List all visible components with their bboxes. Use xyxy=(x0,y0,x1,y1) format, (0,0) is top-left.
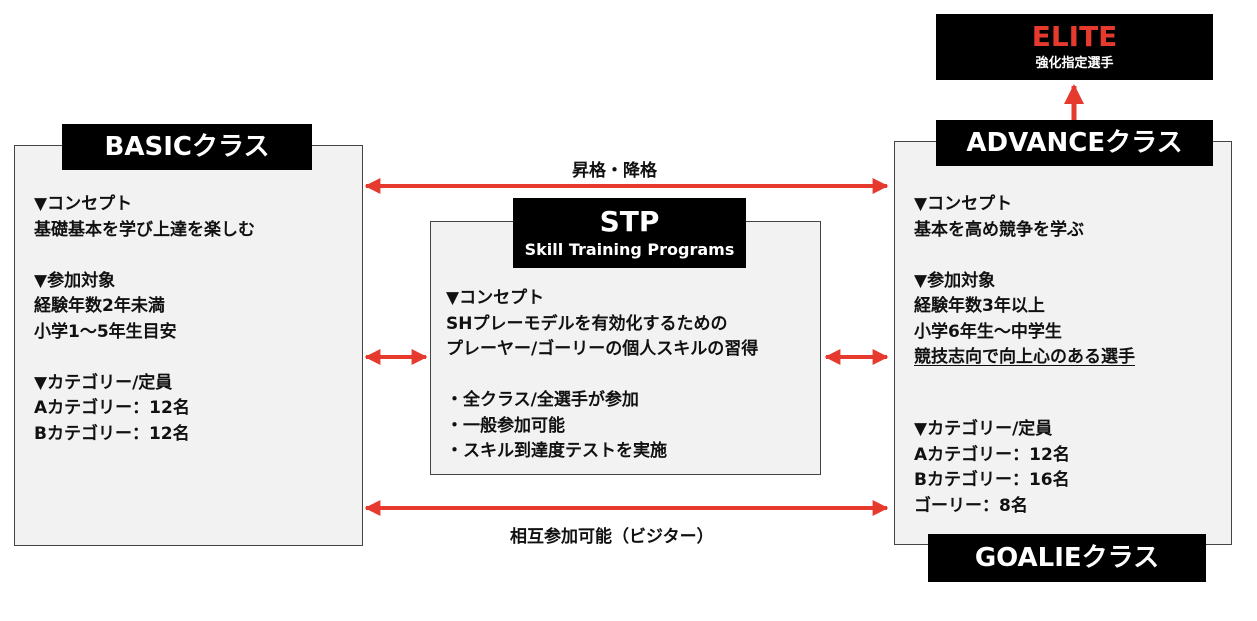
advance-target-heading: ▼参加対象 xyxy=(914,270,996,291)
advance-target-2: 小学6年生～中学生 xyxy=(914,321,1062,342)
basic-target-1: 経験年数2年未満 xyxy=(34,296,165,316)
basic-concept: 基礎基本を学び上達を楽しむ xyxy=(34,219,255,240)
basic-target-heading: ▼参加対象 xyxy=(34,270,116,291)
advance-concept: 基本を高め競争を学ぶ xyxy=(914,219,1084,240)
stp-subtitle: Skill Training Programs xyxy=(524,240,735,260)
basic-category-a: Aカテゴリー：12名 xyxy=(34,398,190,418)
advance-panel-text: ▼コンセプト 基本を高め競争を学ぶ ▼参加対象 経験年数3年以上 小学6年生～中… xyxy=(914,192,1135,519)
basic-panel xyxy=(14,145,363,546)
stp-bullet-2: ・一般参加可能 xyxy=(446,415,565,436)
basic-panel-text: ▼コンセプト 基礎基本を学び上達を楽しむ ▼参加対象 経験年数2年未満 小学1～… xyxy=(34,192,255,447)
advance-panel xyxy=(894,141,1232,545)
basic-target-2: 小学1～5年生目安 xyxy=(34,321,177,342)
advance-category-goalie: ゴーリー：8名 xyxy=(914,495,1028,516)
stp-panel-text: ▼コンセプト SHプレーモデルを有効化するための プレーヤー/ゴーリーの個人スキ… xyxy=(446,286,758,465)
goalie-class-label: GOALIEクラス xyxy=(928,534,1206,582)
advance-category-heading: ▼カテゴリー/定員 xyxy=(914,419,1053,439)
advance-class-label: ADVANCEクラス xyxy=(936,120,1213,166)
advance-concept-heading: ▼コンセプト xyxy=(914,194,1013,214)
stp-title: STP xyxy=(599,205,660,239)
advance-target-1: 経験年数3年以上 xyxy=(914,296,1045,316)
basic-concept-heading: ▼コンセプト xyxy=(34,194,133,214)
stp-label: STP Skill Training Programs xyxy=(513,198,746,268)
elite-title: ELITE xyxy=(1031,20,1118,54)
advance-target-highlight: 競技志向で向上心のある選手 xyxy=(914,347,1135,367)
elite-subtitle: 強化指定選手 xyxy=(1035,56,1114,72)
basic-class-label: BASICクラス xyxy=(62,124,312,170)
stp-bullet-1: ・全クラス/全選手が参加 xyxy=(446,390,639,410)
stp-concept-2: プレーヤー/ゴーリーの個人スキルの習得 xyxy=(446,339,759,359)
stp-concept-heading: ▼コンセプト xyxy=(446,288,545,308)
basic-category-b: Bカテゴリー：12名 xyxy=(34,423,190,444)
advance-category-a: Aカテゴリー：12名 xyxy=(914,444,1070,465)
visitor-label: 相互参加可能（ビジター） xyxy=(510,527,714,547)
basic-category-heading: ▼カテゴリー/定員 xyxy=(34,372,173,393)
stp-concept-1: SHプレーモデルを有効化するための xyxy=(446,313,728,334)
advance-category-b: Bカテゴリー：16名 xyxy=(914,470,1070,490)
promotion-label: 昇格・降格 xyxy=(572,161,657,181)
stp-bullet-3: ・スキル到達度テストを実施 xyxy=(446,441,667,461)
elite-box: ELITE 強化指定選手 xyxy=(936,14,1213,80)
